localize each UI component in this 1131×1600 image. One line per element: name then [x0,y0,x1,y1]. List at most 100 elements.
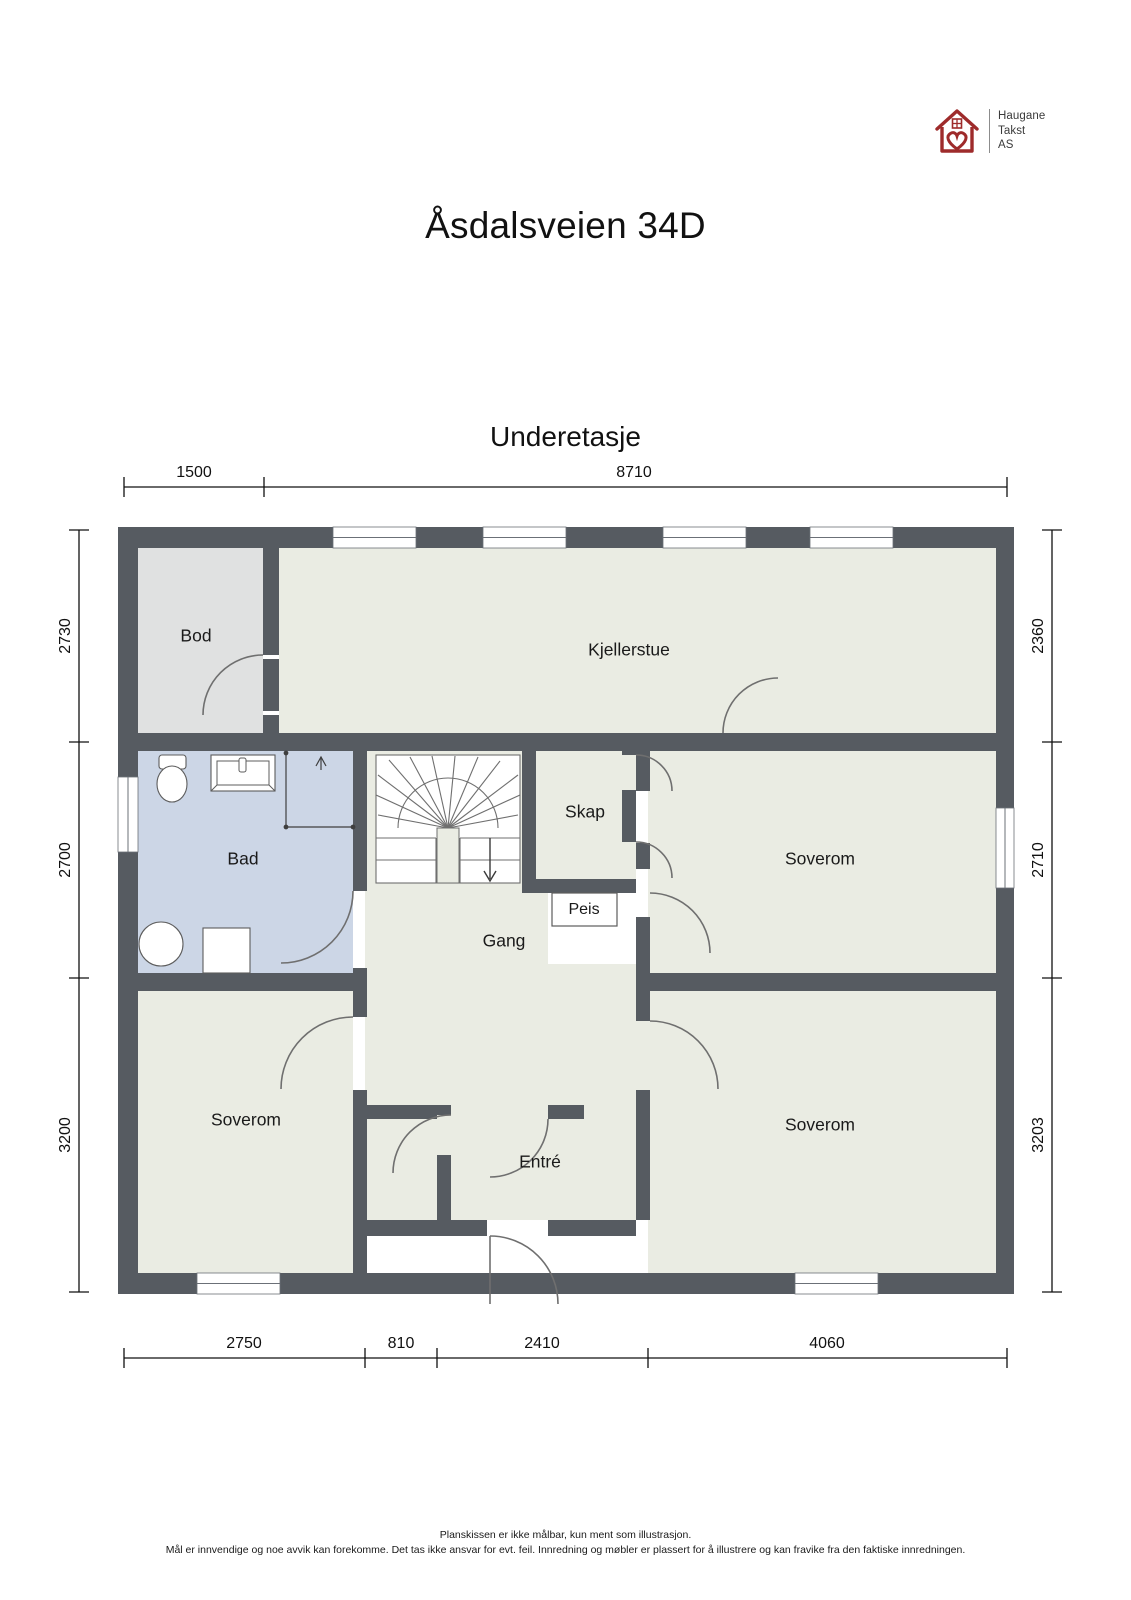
room-fill-gang [365,751,648,1220]
dim-right-3: 3203 [1030,1117,1047,1153]
wall-v-gang-soverom-upper [636,751,650,791]
dim-bottom-1: 2750 [226,1335,262,1352]
floor-title: Underetasje [490,421,641,452]
window-bottom-right [794,1272,879,1295]
room-label-bod: Bod [180,626,211,646]
disclaimer-line-1: Planskissen er ikke målbar, kun ment som… [439,1529,692,1541]
wall-v-gang-soverom-upper-3 [636,917,650,973]
doors [202,654,779,1305]
wall-interior-v-bad-lower [353,968,367,993]
dim-right-2: 2710 [1030,842,1047,878]
walls [118,527,1014,1294]
logo-divider [989,109,990,153]
dimension-lines-right [1042,529,1062,1293]
page-title: Åsdalsveien 34D [425,205,706,246]
staircase [375,754,521,884]
wall-skap-left [522,751,536,893]
door-skap-lower [635,841,673,879]
room-label-peis: Peis [568,901,599,918]
fireplace-peis [551,892,618,927]
room-label-soverom-ru: Soverom [785,849,855,869]
wall-interior-h-upper [118,733,778,751]
wall-v-soverom-ll-right [353,991,367,1017]
window-left-bad [117,776,139,853]
wall-skap-bottom [522,879,636,893]
room-fill-soverom-ru [648,751,996,973]
room-fill-soverom-ll [138,991,353,1273]
wall-skap-right-mid [622,790,636,842]
door-bod [202,654,264,716]
room-fill-kjellerstue [263,548,996,733]
sink-vanity-fixture [210,754,276,792]
shower-zone [283,750,356,830]
wall-interior-v-bod [263,548,279,733]
room-fill-kjellerstue-neck [713,733,778,753]
room-label-entre: Entré [519,1152,561,1172]
wall-h-entre-top-right [548,1105,584,1119]
dim-bottom-2: 810 [388,1335,415,1352]
wall-interior-h-bad [118,973,367,991]
wall-h-right-rooms [636,973,1014,991]
wall-v-gang-right-lower-2 [636,1090,650,1220]
wall-h-entre-top-left [367,1105,437,1119]
room-fill-skap [536,751,636,893]
wall-v-entre-inner-2 [437,1155,451,1220]
wall-v-soverom-ll-right-2 [353,1090,367,1273]
toilet-fixture [156,754,188,803]
brand-name: Haugane Takst AS [998,110,1046,152]
room-label-skap: Skap [565,802,605,822]
wall-h-entre-bottom [367,1220,487,1236]
dim-top-1: 1500 [176,464,212,481]
dim-left-1: 2730 [57,618,74,654]
dimension-lines-top [123,477,1008,497]
room-label-bad: Bad [227,849,258,869]
window-bottom-left [196,1272,281,1295]
door-bad [280,890,354,964]
door-entrance-exterior [489,1235,559,1305]
wall-skap-right-upper [622,751,636,755]
door-jambs [263,655,279,715]
window-top-2 [482,526,567,549]
wall-v-gang-right-lower [636,991,650,1021]
house-heart-icon [933,105,981,157]
round-basin-fixture [138,921,184,967]
door-entre-inner [392,1114,452,1174]
window-top-1 [332,526,417,549]
door-skap-upper [635,754,673,792]
room-fill-entre [437,1105,636,1220]
company-logo: Haugane Takst AS [933,100,1053,162]
wall-v-entre-inner [437,1105,451,1115]
room-label-soverom-rl: Soverom [785,1115,855,1135]
windows [117,526,1015,1295]
room-fills [138,548,996,1273]
room-fill-soverom-rl [648,991,996,1273]
wall-exterior-left [118,527,138,1294]
disclaimer: Planskissen er ikke målbar, kun ment som… [0,1528,1131,1558]
dimension-lines-bottom [123,1348,1008,1368]
drain-icon [315,755,327,770]
stair-direction-arrow [483,838,497,883]
window-top-4 [809,526,894,549]
disclaimer-line-2: Mål er innvendige og noe avvik kan forek… [165,1544,966,1556]
dimension-lines-left [69,529,89,1293]
washing-machine-fixture [202,927,251,974]
dim-left-2: 2700 [57,842,74,878]
window-top-3 [662,526,747,549]
door-gang-soverom-upper [649,892,711,954]
room-label-kjellerstue: Kjellerstue [588,640,670,660]
wall-v-gang-soverom-upper-2 [636,843,650,869]
room-fill-bad [138,751,353,973]
dim-left-3: 3200 [57,1117,74,1153]
wall-exterior-right [996,527,1014,1294]
door-gang-soverom-lower [649,1020,719,1090]
dim-bottom-4: 4060 [809,1335,845,1352]
wall-interior-v-bad [353,751,367,891]
room-label-soverom-ll: Soverom [211,1110,281,1130]
wall-exterior-bottom [118,1273,1014,1294]
door-kjellerstue-soverom [722,677,779,734]
door-entre-gang [489,1118,549,1178]
dim-bottom-3: 2410 [524,1335,560,1352]
wall-interior-h-upper-right [778,733,1014,751]
dim-right-1: 2360 [1030,618,1047,654]
